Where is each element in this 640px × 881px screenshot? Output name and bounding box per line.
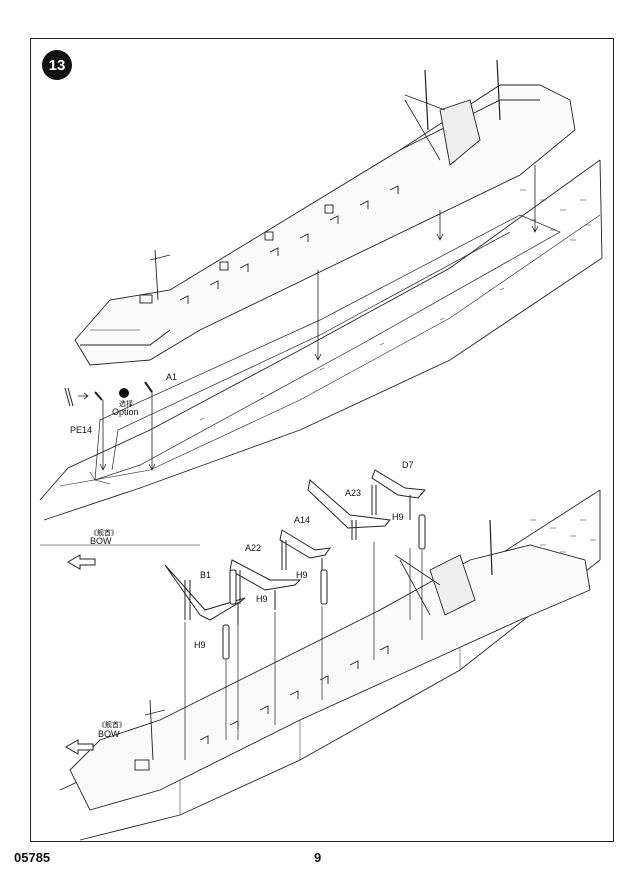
label-a1: A1 [166,372,178,382]
lower-deck-detail [530,519,596,553]
lower-assembly-arrows [184,542,423,760]
antenna-parts [164,469,427,660]
instruction-frame [30,38,614,842]
upper-deck-detail [199,189,591,421]
step-number-badge: 13 [42,50,72,80]
label-a14: A14 [294,515,311,525]
label-h9-a22: H9 [256,594,268,604]
footer-product-code: 05785 [14,850,51,865]
label-bow-cn-upper: 《舰首》 [90,529,118,537]
label-b1: B1 [200,570,212,580]
label-bow-en-lower: BOW [98,729,120,739]
label-h9-b1: H9 [194,640,206,650]
label-option-cn: 选择 [119,400,133,408]
upper-flight-deck [94,214,561,481]
label-bow-en-upper: BOW [90,536,112,546]
label-h9-a14: H9 [296,570,308,580]
bow-direction-arrows [65,554,96,755]
footer-page-number: 9 [314,850,322,865]
label-h9-d7: H9 [392,512,404,522]
label-pe14: PE14 [70,425,93,435]
label-bow-cn-lower: 《舰首》 [98,721,126,729]
label-a23: A23 [345,488,362,498]
label-d7: D7 [402,460,414,470]
label-option-en: Option [112,407,139,417]
option-marker-icon [119,388,129,398]
upper-hull [39,159,603,521]
lower-superstructure [69,519,591,811]
label-a22: A22 [245,543,262,553]
upper-superstructure [74,59,576,366]
upper-assembly-arrows [64,165,539,471]
